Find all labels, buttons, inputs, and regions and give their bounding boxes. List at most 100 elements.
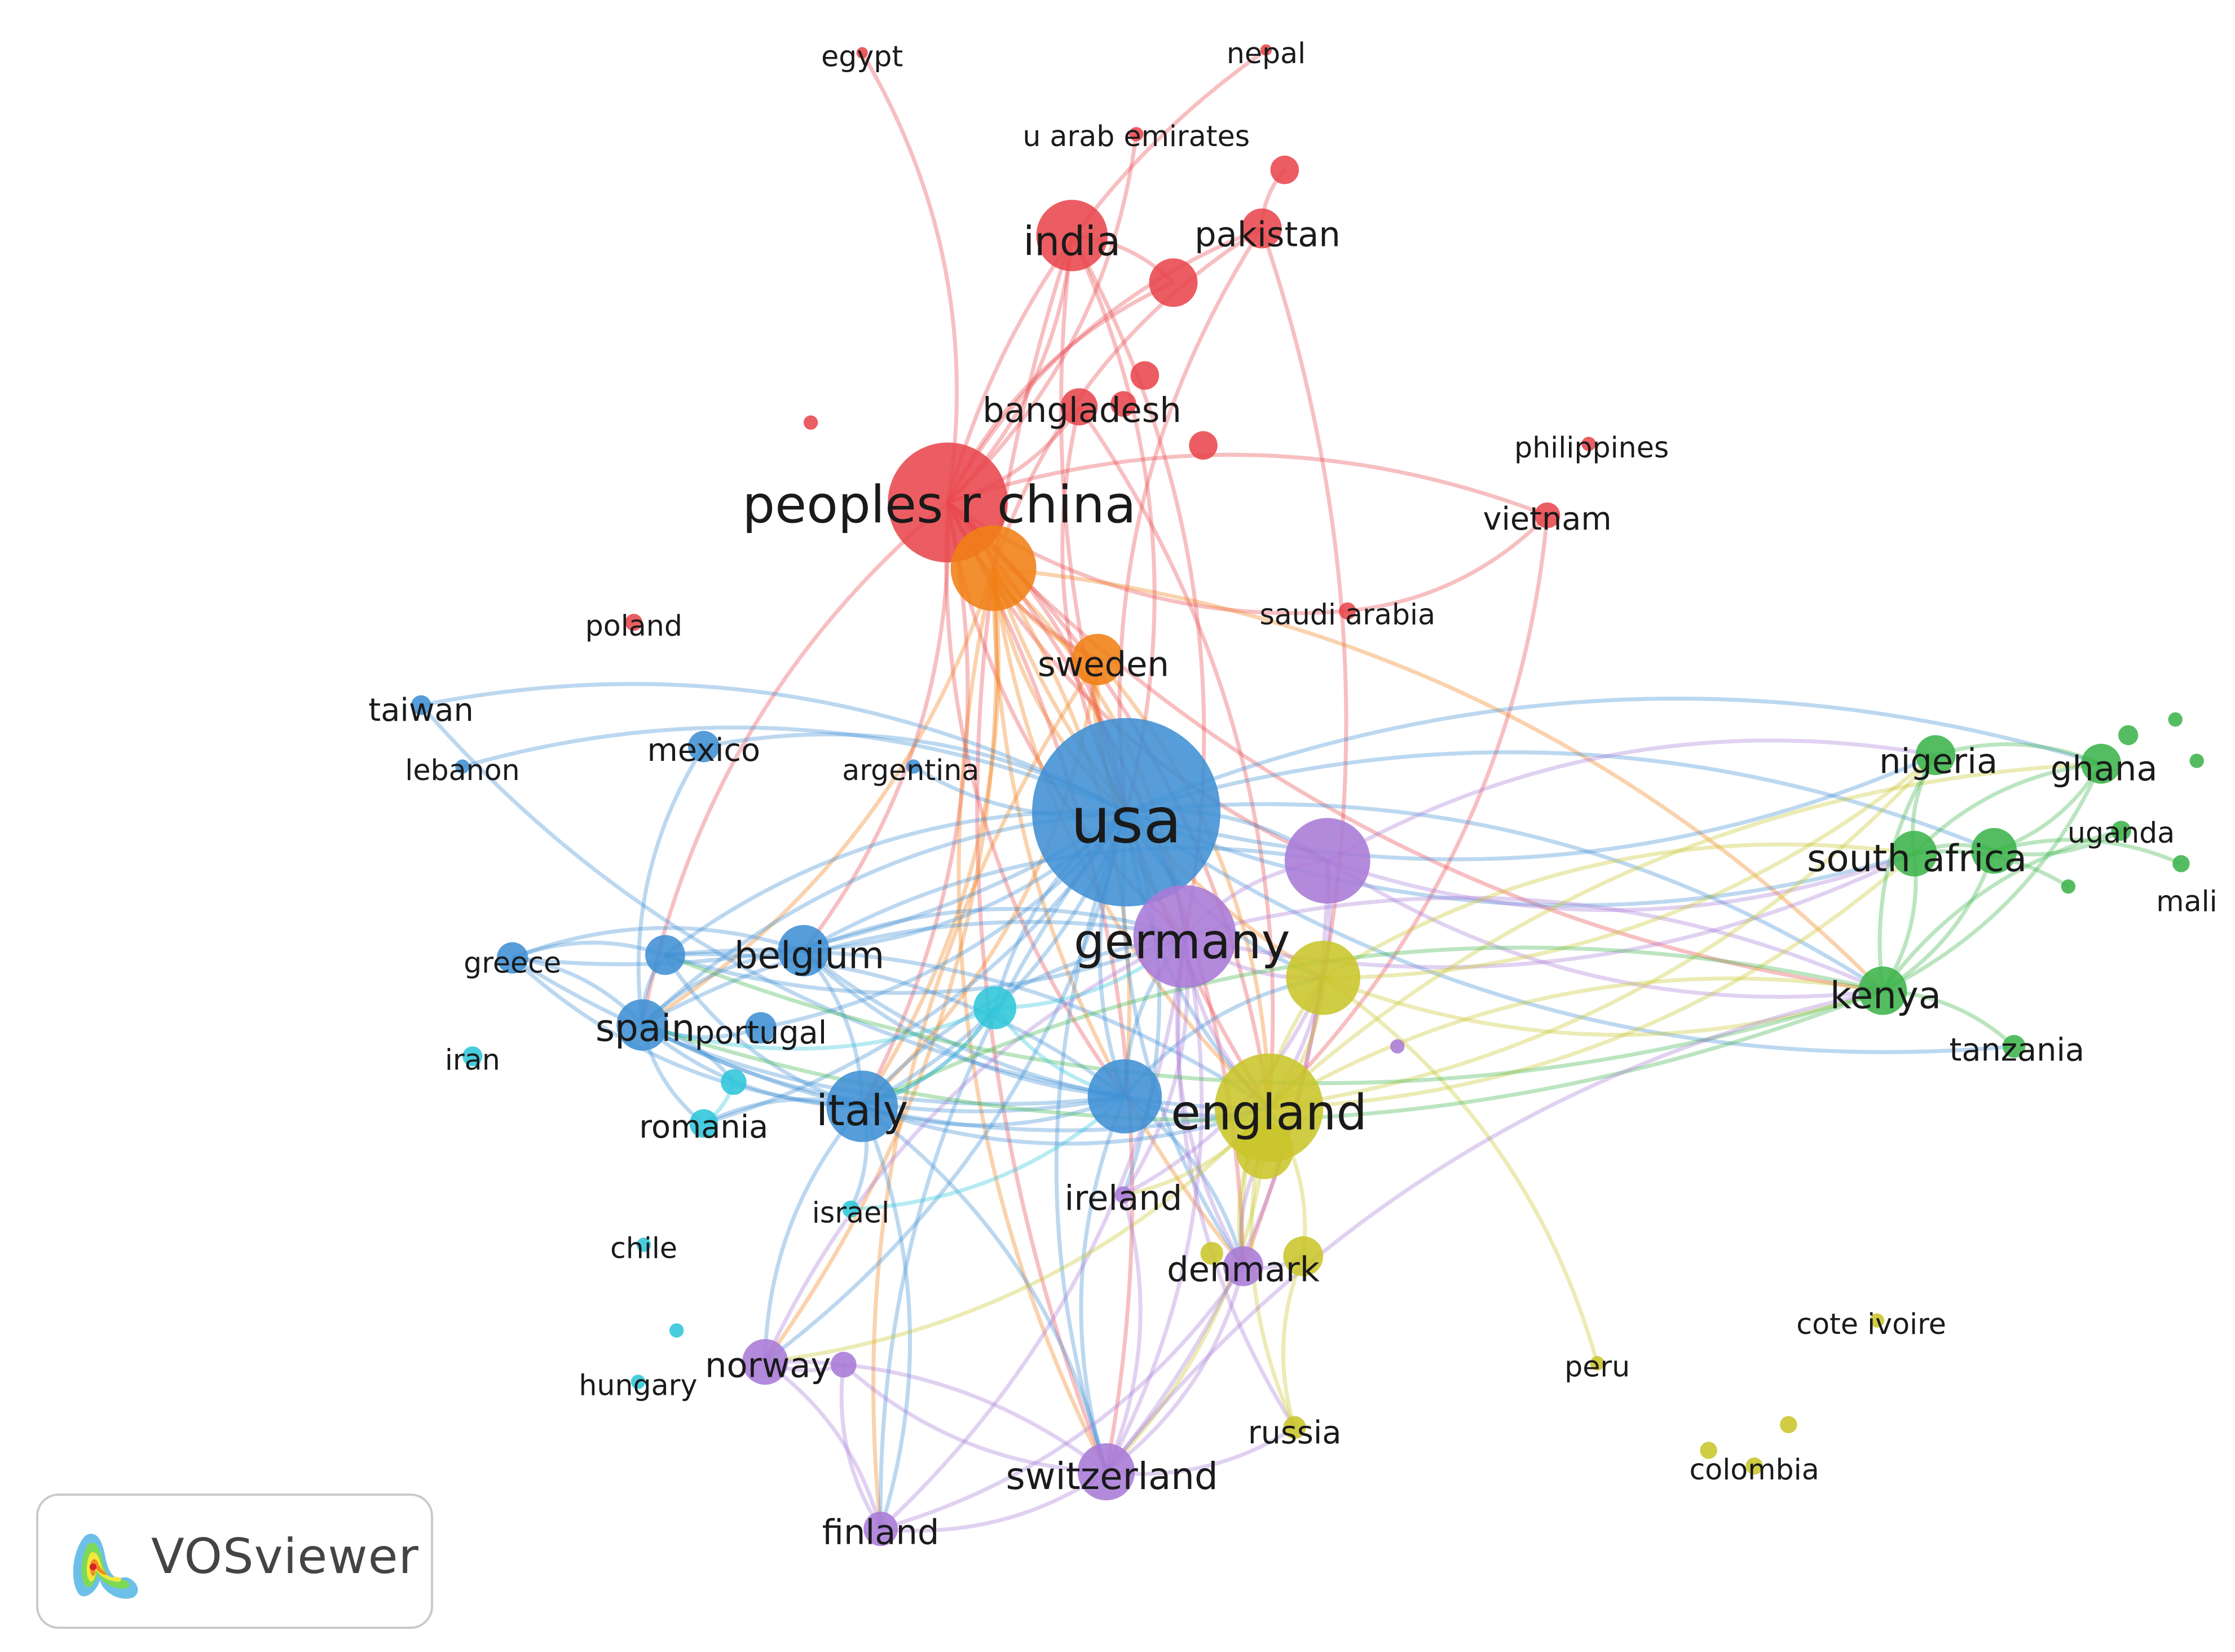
node-lebanon[interactable] [455,759,470,774]
node-y3[interactable] [1283,1236,1324,1276]
link-kenya-uganda [1881,829,2122,992]
node-iran[interactable] [462,1046,483,1067]
link-vietnam-england [1267,515,1550,1109]
node-poland[interactable] [625,614,643,631]
node-label-tanzania: tanzania [1950,1032,2085,1068]
node-g2[interactable] [2168,712,2183,727]
node-pakistan[interactable] [1242,208,1282,249]
node-philippines[interactable] [1581,437,1596,451]
node-denmark[interactable] [1223,1246,1263,1287]
vosviewer-logo: VOSviewer [36,1494,433,1629]
node-r1[interactable] [1270,155,1299,184]
node-ireland[interactable] [1114,1186,1132,1204]
link-usa-nigeria [1126,753,1937,862]
node-y2[interactable] [1236,1122,1294,1179]
node-label-italy: italy [816,1086,908,1135]
node-p1[interactable] [1284,818,1370,904]
node-p2[interactable] [1390,1039,1405,1054]
node-mali[interactable] [2172,855,2190,873]
node-label-romania: romania [639,1109,768,1146]
node-b2[interactable] [1087,1059,1162,1134]
node-r2[interactable] [1149,258,1198,307]
node-label-colombia: colombia [1689,1453,1819,1486]
node-finland[interactable] [863,1512,898,1547]
node-g1[interactable] [2118,725,2139,746]
node-tanzania[interactable] [2003,1035,2026,1058]
node-label-vietnam: vietnam [1483,501,1611,538]
node-y1[interactable] [1286,940,1360,1015]
node-b1[interactable] [645,935,685,975]
node-egypt[interactable] [856,47,868,59]
link-usa-finland [878,810,1128,1529]
node-c3[interactable] [669,1323,684,1338]
node-germany[interactable] [1133,885,1236,988]
node-peru[interactable] [1590,1356,1604,1371]
node-chile[interactable] [636,1237,651,1252]
node-india[interactable] [1036,200,1108,271]
link-belgium-germany [803,907,1185,953]
node-label-poland: poland [585,609,682,642]
node-y4[interactable] [1200,1242,1223,1265]
node-label-germany: germany [1074,914,1290,970]
node-c1[interactable] [973,986,1017,1029]
node-hungary[interactable] [631,1375,646,1389]
node-ghana[interactable] [2081,743,2122,784]
node-nigeria[interactable] [1915,735,1956,776]
node-g4[interactable] [1971,828,2017,874]
link-england-ghana [1267,761,2101,1109]
node-g5[interactable] [2061,879,2076,894]
node-romania[interactable] [689,1109,718,1138]
node-usa[interactable] [1032,718,1220,907]
link-c1-spain [641,1006,996,1051]
node-vietnam[interactable] [1534,502,1560,528]
node-italy[interactable] [826,1071,898,1142]
node-label-bangladesh: bangladesh [982,391,1182,430]
node-switzerland[interactable] [1077,1443,1135,1501]
node-saudi[interactable] [1339,602,1356,620]
node-sweden[interactable] [1072,633,1123,685]
node-taiwan[interactable] [411,695,431,716]
link-greece-belgium [512,926,805,960]
node-p3[interactable] [831,1351,857,1378]
link-china-switzerland [946,501,1135,1473]
node-o1[interactable] [950,525,1037,611]
node-portugal[interactable] [745,1012,777,1044]
node-y5[interactable] [1700,1442,1717,1459]
node-label-taiwan: taiwan [368,692,473,729]
node-uae[interactable] [1129,127,1144,142]
link-usa-norway [764,812,1128,1364]
node-norway[interactable] [742,1339,788,1385]
node-south_africa[interactable] [1891,831,1937,876]
node-cote[interactable] [1870,1313,1884,1328]
node-g3[interactable] [2189,754,2204,768]
link-kenya-nigeria [1877,754,1937,991]
node-r5[interactable] [1189,431,1218,460]
link-england-nigeria [1268,754,1937,1110]
node-r6[interactable] [803,415,818,430]
node-label-switzerland: switzerland [1006,1455,1218,1498]
node-nepal[interactable] [1260,44,1272,56]
node-label-india: india [1023,218,1121,265]
nodes-layer [411,44,2204,1547]
node-mexico[interactable] [688,730,720,763]
node-y6[interactable] [1780,1416,1797,1434]
node-r3[interactable] [1130,361,1160,390]
node-kenya[interactable] [1858,966,1907,1015]
node-russia[interactable] [1283,1416,1306,1439]
node-r4[interactable] [1110,391,1136,417]
node-spain[interactable] [616,999,668,1051]
node-label-uganda: uganda [2068,816,2175,849]
link-england-kenya [1268,976,1883,1110]
link-spain-england [641,1023,1269,1133]
node-israel[interactable] [842,1200,859,1218]
node-c2[interactable] [721,1069,747,1095]
link-italy-finland [860,1105,912,1530]
node-colombia[interactable] [1745,1457,1763,1475]
node-belgium[interactable] [778,925,830,977]
node-label-sweden: sweden [1038,645,1169,685]
node-greece[interactable] [496,942,528,974]
node-argentina[interactable] [906,759,921,774]
node-bangladesh[interactable] [1060,388,1098,426]
node-uganda[interactable] [2111,821,2131,841]
